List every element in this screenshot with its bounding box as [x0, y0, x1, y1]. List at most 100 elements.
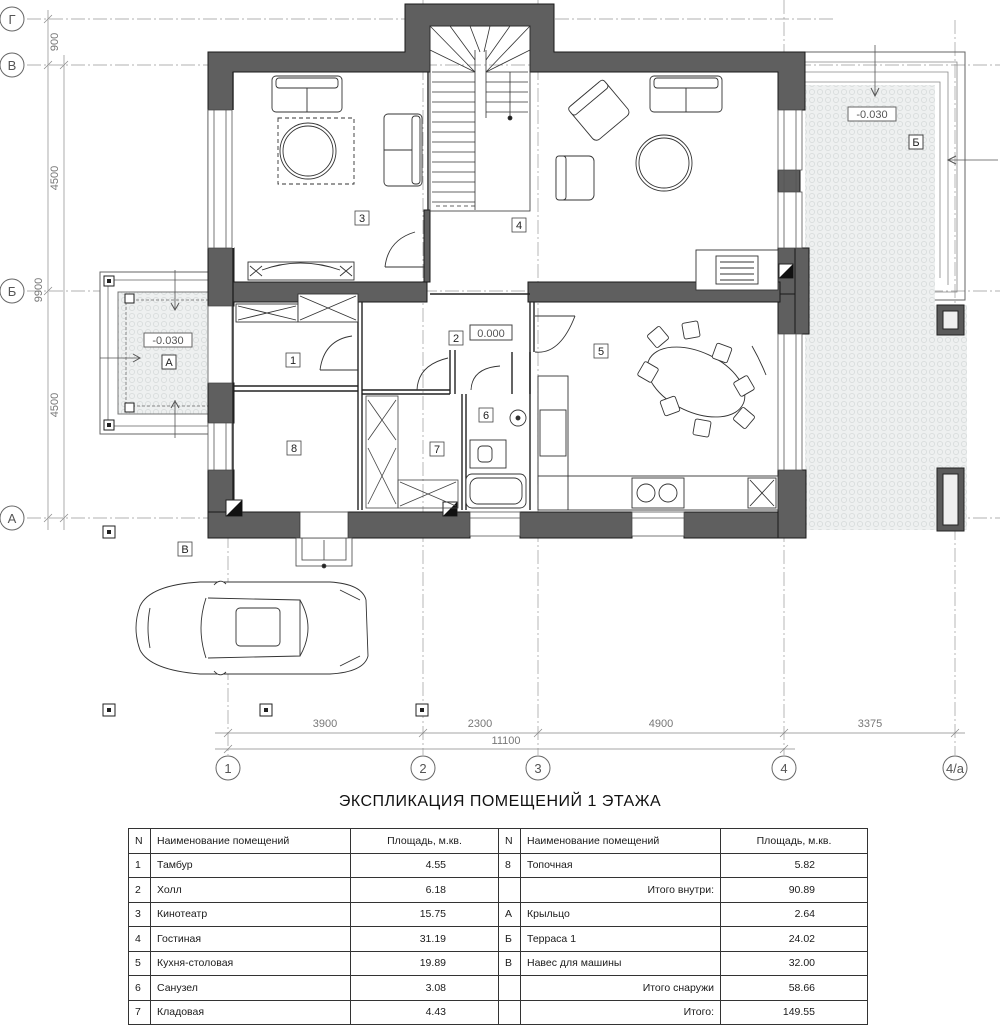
room-tag-7: 7: [434, 444, 440, 456]
axis-label: Г: [8, 12, 15, 27]
cell-n: 2: [128, 877, 151, 903]
cell-name: Кинотеатр: [150, 901, 351, 927]
cell-n: Б: [498, 926, 521, 952]
axis-marker-col-4: 4: [771, 755, 797, 781]
table-row: 5 Кухня-столовая 19.89 В Навес для машин…: [128, 950, 868, 976]
room-tag-1: 1: [290, 355, 296, 367]
cell-area: 4.43: [350, 999, 499, 1025]
cell-area: 5.82: [720, 852, 868, 878]
cell-area: 149.55: [720, 999, 868, 1025]
storage-shelves: [365, 395, 459, 509]
cell-area: 58.66: [720, 975, 868, 1001]
room-tag-5: 5: [598, 346, 604, 358]
axis-label: В: [8, 58, 17, 73]
table-row: 3 Кинотеатр 15.75 А Крыльцо 2.64: [128, 901, 868, 927]
explication-table: N Наименование помещений Площадь, м.кв. …: [128, 828, 868, 1025]
cell-n: А: [498, 901, 521, 927]
room-tag-2: 2: [453, 333, 459, 345]
cell-n: 5: [128, 950, 151, 976]
axis-marker-col-2: 2: [410, 755, 436, 781]
room-tag-b: Б: [912, 137, 919, 149]
porch: -0.030 А: [99, 270, 211, 438]
axis-label: Б: [8, 284, 17, 299]
cell-n: [498, 999, 521, 1025]
cell-area: 6.18: [350, 877, 499, 903]
axis-label: А: [8, 511, 17, 526]
terrace-level: -0.030: [856, 109, 887, 121]
axis-marker-row-V: В: [0, 52, 25, 78]
cell-area: 19.89: [350, 950, 499, 976]
table-row: 6 Санузел 3.08 Итого снаружи 58.66: [128, 975, 868, 1001]
cell-subtotal-label: Итого внутри:: [520, 877, 721, 903]
dimension-label: 11100: [492, 735, 521, 747]
floor-plan: Г В Б А 1 2 3 4 4/a 900 4500 9900 4500 3…: [0, 0, 1000, 781]
header-n: N: [128, 828, 151, 854]
cell-area: 31.19: [350, 926, 499, 952]
table-header-row: N Наименование помещений Площадь, м.кв. …: [128, 828, 868, 854]
cell-name: Крыльцо: [520, 901, 721, 927]
cell-n: 6: [128, 975, 151, 1001]
dimension-label: 4900: [649, 718, 673, 730]
axis-label: 3: [534, 761, 541, 776]
horizontal-dimension-chain: [215, 728, 965, 754]
room-tag-a: А: [165, 357, 173, 369]
table-row: 1 Тамбур 4.55 8 Топочная 5.82: [128, 852, 868, 878]
cell-area: 4.55: [350, 852, 499, 878]
axis-label: 2: [419, 761, 426, 776]
room-tag-4: 4: [516, 220, 522, 232]
room-tag-3: 3: [359, 213, 365, 225]
dimension-label: 900: [49, 33, 61, 51]
porch-level: -0.030: [152, 335, 183, 347]
cell-name: Санузел: [150, 975, 351, 1001]
windows: [207, 109, 803, 537]
tambur-furniture: [235, 293, 359, 371]
dimension-label: 4500: [49, 166, 61, 190]
axis-marker-col-4a: 4/a: [942, 755, 968, 781]
carport-posts: [102, 525, 429, 717]
cell-area: 24.02: [720, 926, 868, 952]
room-tags: [177, 210, 609, 557]
entrance-steps: [295, 511, 353, 569]
cell-name: Кухня-столовая: [150, 950, 351, 976]
axis-marker-row-B: Б: [0, 278, 25, 304]
cell-area: 3.08: [350, 975, 499, 1001]
header-n: N: [498, 828, 521, 854]
chimney-markers: [225, 263, 794, 517]
axis-marker-col-3: 3: [525, 755, 551, 781]
cell-n: 7: [128, 999, 151, 1025]
dimension-label: 3900: [313, 718, 337, 730]
vertical-dimension-chain: [43, 10, 69, 530]
cell-area: 15.75: [350, 901, 499, 927]
header-name: Наименование помещений: [150, 828, 351, 854]
table-row: 4 Гостиная 31.19 Б Терраса 1 24.02: [128, 926, 868, 952]
cell-n: 1: [128, 852, 151, 878]
terrace: -0.030 Б: [805, 45, 998, 532]
dimension-label: 4500: [49, 393, 61, 417]
living-furniture: [555, 75, 779, 291]
room-tag-6: 6: [483, 410, 489, 422]
cell-name: Холл: [150, 877, 351, 903]
cell-n: [498, 877, 521, 903]
cell-name: Навес для машины: [520, 950, 721, 976]
cell-name: Тамбур: [150, 852, 351, 878]
cell-n: 3: [128, 901, 151, 927]
header-area: Площадь, м.кв.: [720, 828, 868, 854]
cell-area: 32.00: [720, 950, 868, 976]
table-row: 7 Кладовая 4.43 Итого: 149.55: [128, 999, 868, 1025]
dimension-label: 2300: [468, 718, 492, 730]
cell-total-label: Итого:: [520, 999, 721, 1025]
car: [135, 580, 369, 676]
axis-marker-col-1: 1: [215, 755, 241, 781]
cell-subtotal-label: Итого снаружи: [520, 975, 721, 1001]
cell-n: [498, 975, 521, 1001]
room-tag-v: В: [181, 544, 188, 556]
table-row: 2 Холл 6.18 Итого внутри: 90.89: [128, 877, 868, 903]
axis-marker-row-A: А: [0, 505, 25, 531]
cell-area: 2.64: [720, 901, 868, 927]
axis-label: 1: [224, 761, 231, 776]
cell-n: 8: [498, 852, 521, 878]
cell-n: В: [498, 950, 521, 976]
hall-doors: [416, 315, 767, 391]
header-name: Наименование помещений: [520, 828, 721, 854]
cell-area: 90.89: [720, 877, 868, 903]
